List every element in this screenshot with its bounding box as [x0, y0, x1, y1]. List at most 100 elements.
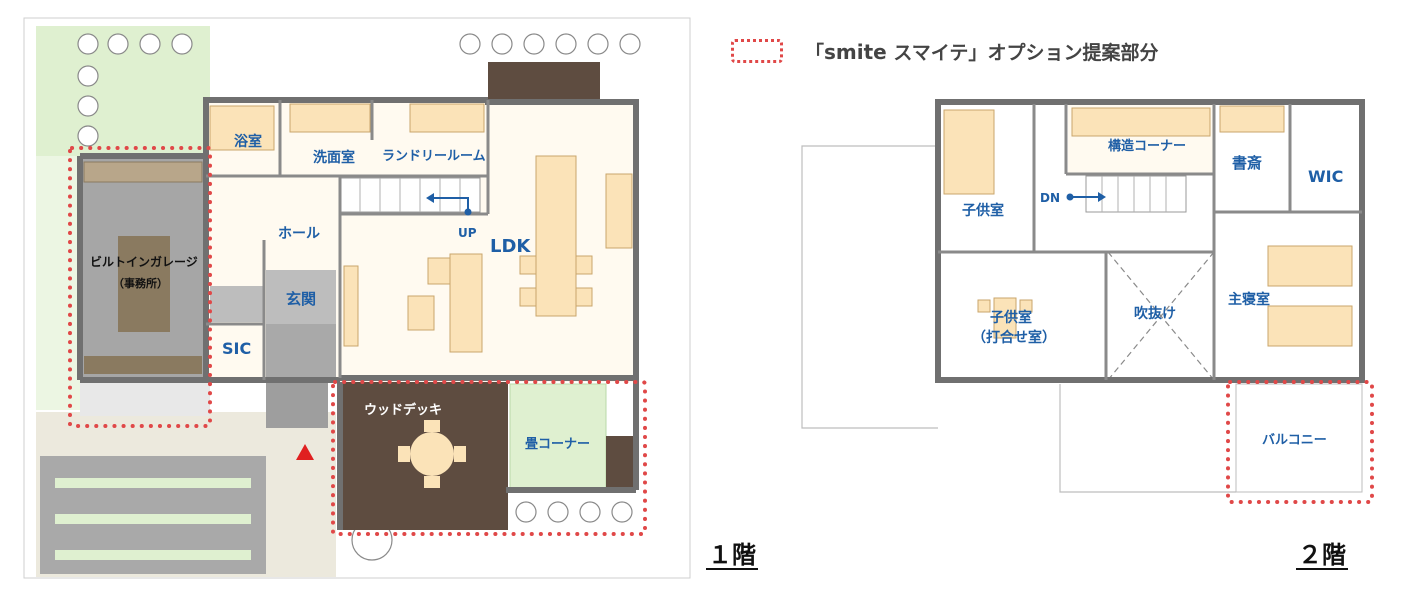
tree-icon	[77, 125, 99, 147]
label-master: 主寝室	[1228, 291, 1270, 308]
label-void: 吹抜け	[1134, 305, 1176, 322]
tree-icon	[77, 95, 99, 117]
label-bath: 浴室	[234, 133, 262, 150]
option-outline	[68, 146, 647, 536]
stair-down-arrow	[1066, 192, 1106, 202]
label-garage: ビルトインガレージ	[90, 254, 198, 269]
tree-icon	[611, 501, 633, 523]
deck-chair	[398, 446, 410, 462]
kitchen-island	[535, 155, 577, 317]
tatami-corner	[509, 383, 607, 489]
legend-brand-kana: スマイテ	[886, 41, 969, 64]
label-structure: 構造コーナー	[1108, 138, 1186, 154]
option-outline-deck	[331, 380, 647, 536]
stairs	[339, 177, 481, 213]
legend-text: 「smite スマイテ」オプション提案部分	[805, 38, 1158, 65]
label-laundry: ランドリールーム	[382, 149, 486, 164]
structure-counter	[1071, 107, 1211, 137]
entrance-floor	[266, 324, 336, 382]
master-bed	[1267, 305, 1353, 347]
tree-icon	[619, 33, 641, 55]
tree-icon	[77, 65, 99, 87]
approach-pavement	[266, 380, 328, 428]
label-kids2-sub: （打合せ室）	[972, 329, 1056, 346]
tv-board	[343, 265, 359, 347]
deck-table	[410, 432, 454, 476]
garage-apron	[80, 380, 210, 416]
partitions-1f	[206, 100, 490, 380]
tree-icon	[491, 33, 513, 55]
walls-1f	[77, 97, 639, 530]
tree-icon	[523, 33, 545, 55]
label-sic: SIC	[222, 339, 251, 358]
legend-dotted-swatch	[731, 39, 783, 63]
parking-stripe	[55, 550, 251, 560]
label-deck: ウッドデッキ	[364, 402, 442, 418]
deck-chair	[424, 420, 440, 432]
meeting-chair	[977, 299, 991, 313]
sic-floor	[210, 286, 264, 322]
parking-stripe	[55, 514, 251, 524]
label-garage-sub: （事務所）	[113, 276, 168, 290]
legend-brand: smite	[824, 39, 887, 64]
tree-icon	[555, 33, 577, 55]
bathtub	[209, 105, 275, 151]
lower-eave-outline	[1059, 384, 1236, 493]
label-hall: ホール	[278, 226, 320, 242]
kitchen-counter	[605, 173, 633, 249]
entrance-marker-icon	[296, 444, 314, 460]
tatami-storage	[606, 436, 634, 488]
stair-up-arrow	[426, 193, 472, 216]
tree-icon	[587, 33, 609, 55]
laundry-counter	[409, 103, 485, 133]
label-balcony: バルコニー	[1262, 433, 1327, 448]
label-study: 書斎	[1232, 154, 1262, 172]
label-wash: 洗面室	[313, 149, 355, 166]
floor1-plan: 浴室 洗面室 ランドリールーム ホール UP LDK ビルトインガレージ （事務…	[23, 17, 691, 579]
label-ldk: LDK	[490, 236, 531, 257]
stairs-2f	[1085, 175, 1187, 213]
floor2-plan: 子供室 DN 構造コーナー 書斎 WIC 子供室 （打合せ室） 吹抜け 主寝室 …	[801, 99, 1374, 504]
deck-chair	[424, 476, 440, 488]
lower-roof-outline	[801, 145, 938, 429]
tree-icon	[515, 501, 537, 523]
legend-caption: オプション提案部分	[987, 41, 1159, 64]
label-wic: WIC	[1308, 167, 1343, 186]
coffee-table	[427, 257, 451, 285]
option-outline-balcony	[1226, 380, 1374, 504]
label-kids2: 子供室	[990, 309, 1032, 326]
lawn-area	[36, 150, 80, 410]
tree-icon	[171, 33, 193, 55]
label-kids1: 子供室	[962, 202, 1004, 219]
label-dn: DN	[1040, 191, 1060, 205]
dining-chair	[575, 287, 593, 307]
label-up: UP	[458, 226, 477, 240]
terrace-roof	[488, 62, 600, 102]
garage-table	[118, 236, 170, 332]
floor2-caption: ２階	[1296, 541, 1348, 570]
tree-icon	[77, 33, 99, 55]
legend-open-bracket: 「	[805, 41, 825, 64]
entrance-floor	[266, 270, 336, 324]
garage-bench	[84, 356, 202, 374]
void-cross	[1107, 251, 1215, 381]
kids-bed	[943, 109, 995, 195]
legend: 「smite スマイテ」オプション提案部分	[731, 36, 1158, 66]
deck-chair	[454, 446, 466, 462]
stair-steps	[359, 178, 461, 212]
sofa	[449, 253, 483, 353]
meeting-chair	[1019, 299, 1033, 313]
dining-chair	[519, 255, 537, 275]
legend-close-bracket: 」	[968, 41, 988, 64]
parking-stripe	[55, 478, 251, 488]
floor1-caption: １階	[706, 541, 758, 570]
coffee-table	[407, 295, 435, 331]
dining-chair	[519, 287, 537, 307]
walls-2f	[935, 99, 1365, 383]
study-desk	[1219, 105, 1285, 133]
meeting-table	[993, 297, 1017, 339]
tree-icon	[107, 33, 129, 55]
balcony-floor	[1235, 383, 1363, 493]
option-outline-garage	[68, 146, 212, 428]
